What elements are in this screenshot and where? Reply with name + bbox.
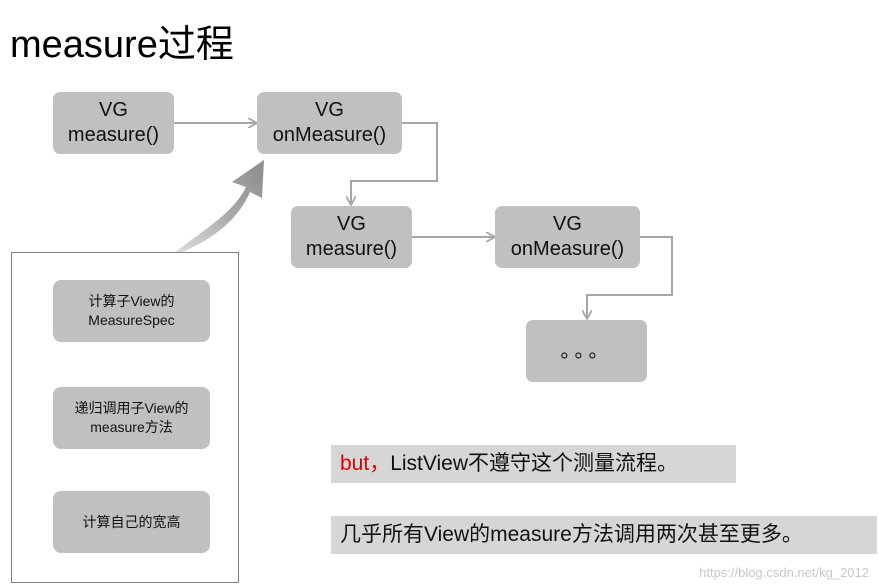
node-label: VG bbox=[315, 99, 344, 121]
note-text: 几乎所有View的measure方法调用两次甚至更多。 bbox=[340, 523, 803, 546]
watermark: https://blog.csdn.net/kg_2012 bbox=[699, 565, 869, 580]
step-line-2: MeasureSpec bbox=[88, 312, 175, 328]
step-line-2: measure方法 bbox=[90, 419, 173, 435]
step-line-1: 计算自己的宽高 bbox=[82, 513, 181, 530]
node-method: onMeasure() bbox=[272, 124, 387, 146]
note-text: ListView不遵守这个测量流程。 bbox=[390, 452, 679, 475]
node-method: measure() bbox=[67, 124, 160, 146]
node-label: VG bbox=[99, 99, 128, 121]
arrow-onmeasure-to-ellipsis bbox=[587, 236, 673, 318]
ellipsis-text: 。。。 bbox=[560, 339, 613, 362]
step-recursive-measure: 递归调用子View的 measure方法 bbox=[53, 387, 210, 449]
measure-twice-note: 几乎所有View的measure方法调用两次甚至更多。 bbox=[331, 516, 877, 554]
step-compute-child-measurespec: 计算子View的 MeasureSpec bbox=[53, 280, 210, 342]
arrow-onmeasure-to-child-measure bbox=[351, 122, 438, 204]
listview-note: but，ListView不遵守这个测量流程。 bbox=[331, 445, 736, 483]
step-line-1: 计算子View的 bbox=[88, 293, 175, 309]
step-line-1: 递归调用子View的 bbox=[74, 400, 189, 416]
note-prefix: but， bbox=[340, 452, 391, 475]
page-title: measure过程 bbox=[10, 24, 234, 66]
vg-onmeasure-node-1: VG onMeasure() bbox=[257, 92, 402, 154]
ellipsis-node: 。。。 bbox=[526, 320, 647, 382]
big-curved-arrow bbox=[168, 160, 264, 258]
node-label: VG bbox=[337, 213, 366, 235]
vg-onmeasure-node-2: VG onMeasure() bbox=[495, 206, 640, 268]
node-label: VG bbox=[553, 213, 582, 235]
node-method: measure() bbox=[305, 238, 398, 260]
node-method: onMeasure() bbox=[510, 238, 625, 260]
vg-measure-node-2: VG measure() bbox=[291, 206, 412, 268]
vg-measure-node-1: VG measure() bbox=[53, 92, 174, 154]
step-compute-own-size: 计算自己的宽高 bbox=[53, 491, 210, 553]
